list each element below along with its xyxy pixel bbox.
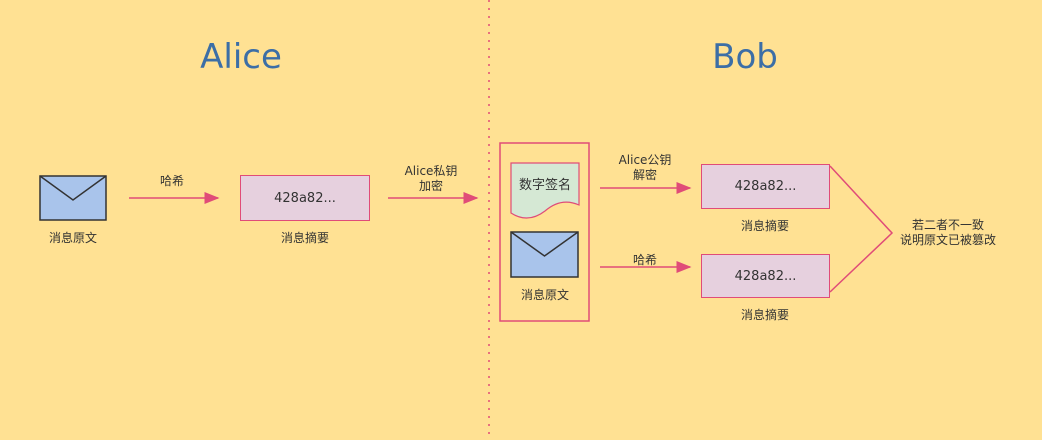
decrypt-label-line2: 解密: [632, 168, 658, 182]
alice-title: Alice: [200, 37, 282, 77]
decrypt-label-line1: Alice公钥: [618, 153, 672, 167]
digest-box-decrypted: 428a82...: [701, 164, 830, 209]
hash-label: 哈希: [632, 253, 658, 267]
encrypt-label-line2: 加密: [418, 179, 444, 193]
conclusion-line2: 说明原文已被篡改: [899, 233, 997, 247]
digest-label: 消息摘要: [740, 308, 790, 322]
signed-package-box: [499, 142, 590, 322]
digest-box-hashed: 428a82...: [701, 254, 830, 298]
conclusion-line1: 若二者不一致: [911, 218, 985, 232]
conclusion-text: 若二者不一致 说明原文已被篡改: [900, 218, 996, 248]
message-label: 消息原文: [520, 288, 570, 302]
digest-label: 消息摘要: [280, 231, 330, 245]
digest-label: 消息摘要: [740, 219, 790, 233]
decrypt-label: Alice公钥 解密: [619, 153, 672, 183]
encrypt-label: Alice私钥 加密: [405, 164, 458, 194]
envelope-icon: [510, 231, 579, 278]
signature-label: 数字签名: [518, 178, 572, 193]
digest-box: 428a82...: [240, 175, 370, 221]
signature-document-shape: [510, 162, 580, 219]
digest-value: 428a82...: [734, 268, 797, 284]
comparison-bracket: [829, 165, 894, 293]
digest-value: 428a82...: [734, 179, 797, 194]
encrypt-label-line1: Alice私钥: [404, 164, 458, 178]
message-label: 消息原文: [48, 231, 98, 245]
hash-label: 哈希: [159, 174, 185, 188]
digest-value: 428a82...: [274, 190, 336, 206]
bob-title: Bob: [712, 37, 778, 77]
envelope-icon: [39, 175, 107, 221]
